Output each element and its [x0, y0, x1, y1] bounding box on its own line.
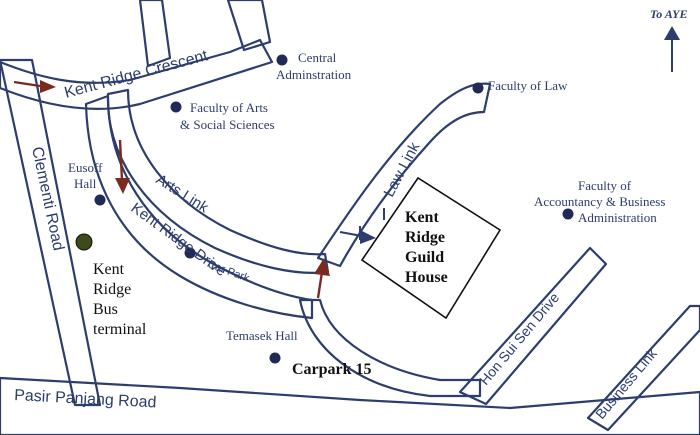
faculty-law-marker	[472, 82, 484, 94]
business-link	[586, 304, 700, 432]
label-bus-terminal: Kent Ridge Bus terminal	[93, 261, 147, 338]
compass-label: To AYE	[650, 7, 687, 21]
poi-markers	[75, 54, 574, 364]
kent-ridge-crescent-north	[226, 0, 272, 52]
faculty-business-marker	[562, 208, 574, 220]
road-label-arts-link: Arts Link	[153, 171, 212, 217]
carpark-15-marker	[269, 352, 281, 364]
place-labels: Central Adminstration Faculty of Arts & …	[68, 50, 669, 343]
label-eusoff-hall: Eusoff Hall	[68, 160, 106, 191]
arrow-link	[316, 271, 324, 299]
label-guild-house: Kent Ridge Guild House	[405, 209, 449, 286]
arrow-link-head	[314, 258, 330, 276]
road-label-hon-sui-sen: Hon Sui Sen Drive	[476, 289, 562, 388]
law-link	[316, 82, 492, 268]
arrow-crescent	[13, 80, 41, 88]
label-faculty-law: Faculty of Law	[488, 78, 568, 93]
arrow-lawlink	[339, 231, 363, 237]
road-label-car-park: Car Park	[206, 259, 251, 285]
north-arrow-icon	[664, 26, 680, 40]
label-temasek-hall: Temasek Hall	[226, 328, 298, 343]
label-faculty-arts: Faculty of Arts & Social Sciences	[180, 100, 275, 132]
direction-arrows	[13, 80, 385, 299]
faculty-arts-marker	[170, 101, 182, 113]
kent-ridge-crescent-west	[0, 38, 274, 110]
road-label-kent-ridge-crescent: Kent Ridge Crescent	[63, 47, 211, 102]
compass: To AYE	[650, 7, 687, 72]
label-carpark-15: Carpark 15	[292, 361, 372, 378]
arrow-crescent-head	[40, 80, 56, 93]
guild-house-building	[360, 176, 502, 320]
arrow-lawlink-head	[360, 230, 376, 244]
arrow-drive	[118, 139, 124, 181]
bus-terminal-marker	[75, 233, 93, 251]
south-connector	[298, 298, 482, 398]
label-faculty-business: Faculty of Accountancy & Business Admini…	[534, 178, 669, 225]
hon-sui-sen-drive	[458, 246, 608, 406]
clementi-road	[0, 58, 102, 407]
car-park-marker	[184, 247, 196, 259]
arrow-drive-head	[115, 178, 130, 194]
eusoff-hall-marker	[94, 194, 106, 206]
label-central-admin: Central Adminstration	[276, 50, 352, 82]
highlight-labels: Kent Ridge Guild House Kent Ridge Bus te…	[93, 209, 449, 378]
central-admin-marker	[276, 54, 288, 66]
road-label-clementi: Clementi Road	[28, 145, 67, 252]
road-label-pasir-panjang: Pasir Panjang Road	[14, 387, 157, 411]
kent-ridge-drive	[84, 94, 314, 320]
north-road	[138, 0, 172, 68]
